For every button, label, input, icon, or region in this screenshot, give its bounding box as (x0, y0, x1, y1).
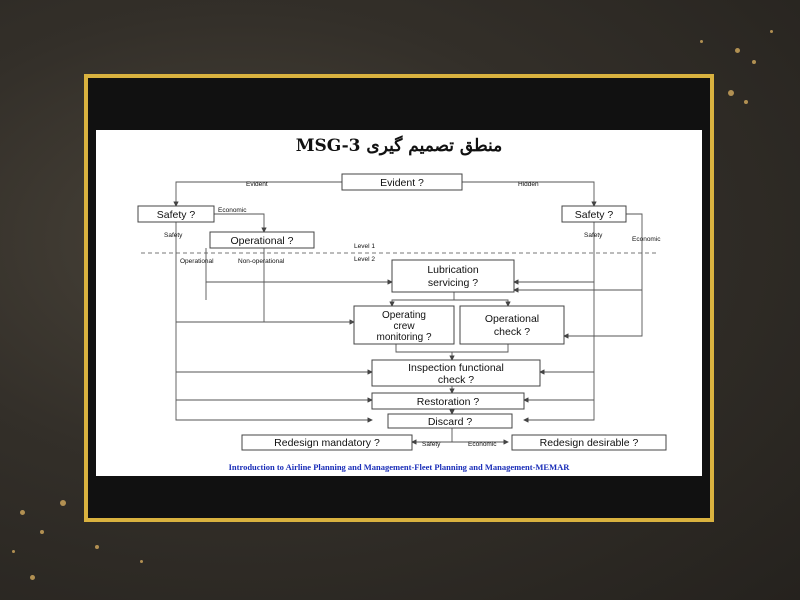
label-non-operational: Non-operational (238, 258, 285, 265)
svg-text:Operating: Operating (382, 310, 426, 321)
decorative-speckle (60, 500, 66, 506)
label-economic-bottom: Economic (468, 441, 497, 448)
svg-text:Redesign mandatory ?: Redesign mandatory ? (274, 437, 380, 449)
svg-text:Restoration ?: Restoration ? (417, 396, 480, 408)
svg-text:Safety ?: Safety ? (575, 209, 614, 221)
decision-logic-diagram: Evident ? Safety ? Safety ? Operational … (137, 173, 667, 451)
label-economic-right: Economic (632, 236, 661, 243)
svg-text:Redesign desirable ?: Redesign desirable ? (540, 437, 639, 449)
box-restoration: Restoration ? (371, 392, 525, 410)
label-safety-left: Safety (164, 232, 183, 239)
slide-title: منطق تصمیم گیری MSG-3 (295, 136, 503, 156)
box-inspection-functional-check: Inspection functional check ? (371, 359, 541, 387)
box-redesign-desirable: Redesign desirable ? (511, 434, 667, 451)
box-redesign-mandatory: Redesign mandatory ? (241, 434, 413, 451)
decorative-speckle (728, 90, 734, 96)
decorative-speckle (735, 48, 740, 53)
decorative-speckle (744, 100, 748, 104)
slide-frame: منطق تصمیم گیری MSG-3 (84, 74, 714, 522)
box-lubrication-servicing: Lubrication servicing ? (391, 259, 515, 293)
decorative-speckle (95, 545, 99, 549)
decorative-speckle (700, 40, 703, 43)
label-hidden: Hidden (518, 181, 539, 188)
box-evident: Evident ? (341, 173, 463, 191)
svg-text:monitoring ?: monitoring ? (376, 332, 431, 343)
svg-text:servicing ?: servicing ? (428, 277, 478, 289)
connector-lines (173, 181, 643, 445)
svg-text:Operational: Operational (485, 313, 539, 325)
box-discard: Discard ? (387, 413, 513, 429)
svg-text:Operational ?: Operational ? (230, 235, 293, 247)
svg-text:Inspection functional: Inspection functional (408, 362, 504, 374)
decorative-speckle (12, 550, 15, 553)
svg-text:Lubrication: Lubrication (427, 264, 479, 276)
decorative-speckle (770, 30, 773, 33)
box-operational: Operational ? (209, 231, 315, 249)
label-evident: Evident (246, 181, 268, 188)
slide-footer: Introduction to Airline Planning and Man… (228, 462, 570, 472)
slide: منطق تصمیم گیری MSG-3 (96, 130, 702, 476)
decorative-speckle (30, 575, 35, 580)
label-level1: Level 1 (354, 243, 375, 250)
decorative-speckle (752, 60, 756, 64)
box-operational-check: Operational check ? (459, 305, 565, 345)
svg-text:check ?: check ? (494, 326, 530, 338)
box-safety-left: Safety ? (137, 205, 215, 223)
decorative-speckle (40, 530, 44, 534)
label-economic-left: Economic (218, 207, 247, 214)
svg-text:Discard ?: Discard ? (428, 416, 473, 428)
label-safety-bottom: Safety (422, 441, 441, 448)
box-safety-right: Safety ? (561, 205, 627, 223)
svg-text:crew: crew (393, 321, 415, 332)
box-operating-crew-monitoring: Operating crew monitoring ? (353, 305, 455, 345)
label-operational: Operational (180, 258, 214, 265)
label-safety-right: Safety (584, 232, 603, 239)
svg-text:check ?: check ? (438, 374, 474, 386)
svg-text:Evident ?: Evident ? (380, 177, 424, 189)
decorative-speckle (20, 510, 25, 515)
label-level2: Level 2 (354, 256, 375, 263)
decorative-speckle (140, 560, 143, 563)
svg-text:Safety ?: Safety ? (157, 209, 196, 221)
